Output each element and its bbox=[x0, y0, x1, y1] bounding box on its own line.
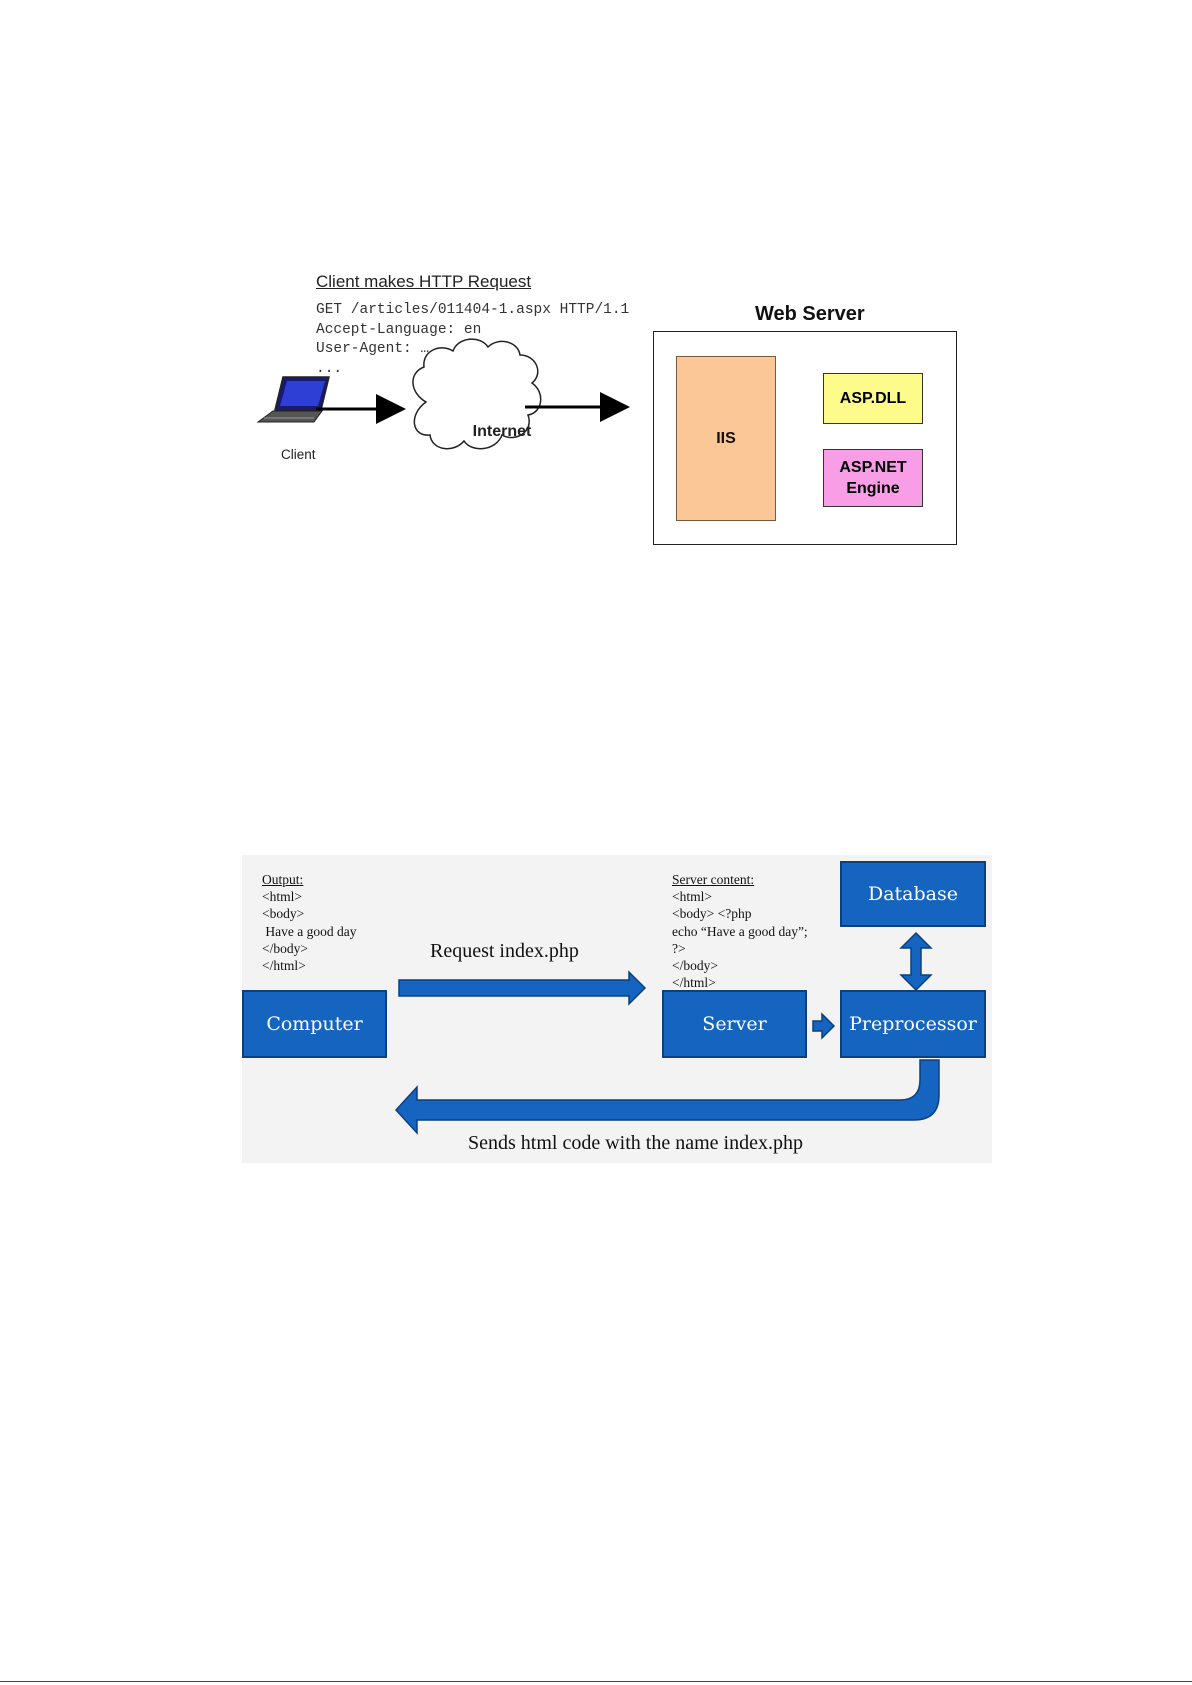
client-label: Client bbox=[281, 447, 316, 462]
request-line: GET /articles/011404-1.aspx HTTP/1.1 bbox=[316, 302, 630, 318]
server-box: Server bbox=[662, 990, 807, 1058]
computer-box: Computer bbox=[242, 990, 387, 1058]
request-arrow bbox=[398, 970, 647, 1006]
request-line: Accept-Language: en bbox=[316, 321, 482, 338]
page-bottom-rule bbox=[0, 1681, 1192, 1682]
server-content-line: echo “Have a good day”; bbox=[672, 923, 808, 939]
request-line: User-Agent: … bbox=[316, 341, 430, 357]
iis-box: IIS bbox=[676, 356, 776, 521]
preprocessor-box: Preprocessor bbox=[840, 990, 986, 1058]
laptop-icon bbox=[256, 376, 330, 423]
asp-dll-label: ASP.DLL bbox=[839, 389, 907, 407]
asp-net-label: ASP.NET bbox=[839, 459, 907, 476]
output-line: <body> bbox=[262, 906, 305, 922]
server-content-line: <body> <?php bbox=[672, 906, 752, 922]
computer-label: Computer bbox=[266, 1013, 363, 1035]
web-server-title: Web Server bbox=[755, 303, 865, 325]
database-box: Database bbox=[840, 861, 986, 927]
server-to-preprocessor-arrow bbox=[812, 1012, 836, 1040]
preprocessor-label: Preprocessor bbox=[849, 1013, 977, 1035]
server-content-header: Server content: bbox=[672, 872, 755, 887]
output-line: </html> bbox=[262, 958, 306, 974]
response-label: Sends html code with the name index.php bbox=[468, 1132, 803, 1154]
output-line: <html> bbox=[262, 889, 302, 905]
engine-label: Engine bbox=[846, 480, 900, 497]
asp-net-engine-box: ASP.NET Engine bbox=[823, 449, 923, 507]
internet-cloud-icon bbox=[412, 338, 542, 450]
output-line: Have a good day bbox=[262, 923, 357, 939]
response-arrow bbox=[394, 1059, 940, 1135]
database-preprocessor-arrow bbox=[899, 931, 933, 992]
output-header: Output: bbox=[262, 872, 304, 887]
output-code-block: Output: <html><body> Have a good day</bod… bbox=[262, 871, 356, 974]
request-line: ... bbox=[316, 360, 343, 377]
request-label: Request index.php bbox=[430, 940, 579, 962]
server-content-line: </body> bbox=[672, 958, 718, 974]
asp-dll-box: ASP.DLL bbox=[823, 373, 923, 424]
server-content-line: </html> bbox=[672, 975, 716, 991]
database-label: Database bbox=[867, 883, 958, 905]
internet-label: Internet bbox=[472, 423, 532, 440]
php-request-diagram: Output:<html><body> Have a good day</bod… bbox=[242, 855, 992, 1163]
asp-request-diagram: Client makes HTTP Request GET /articles/… bbox=[250, 255, 970, 555]
server-label: Server bbox=[702, 1013, 767, 1035]
request-title: Client makes HTTP Request bbox=[316, 272, 532, 291]
server-content-line: <html> bbox=[672, 889, 712, 905]
server-content-line: ?> bbox=[672, 940, 686, 956]
output-line: </body> bbox=[262, 940, 308, 956]
php-diagram-arrows bbox=[394, 931, 940, 1135]
iis-label: IIS bbox=[716, 429, 736, 447]
